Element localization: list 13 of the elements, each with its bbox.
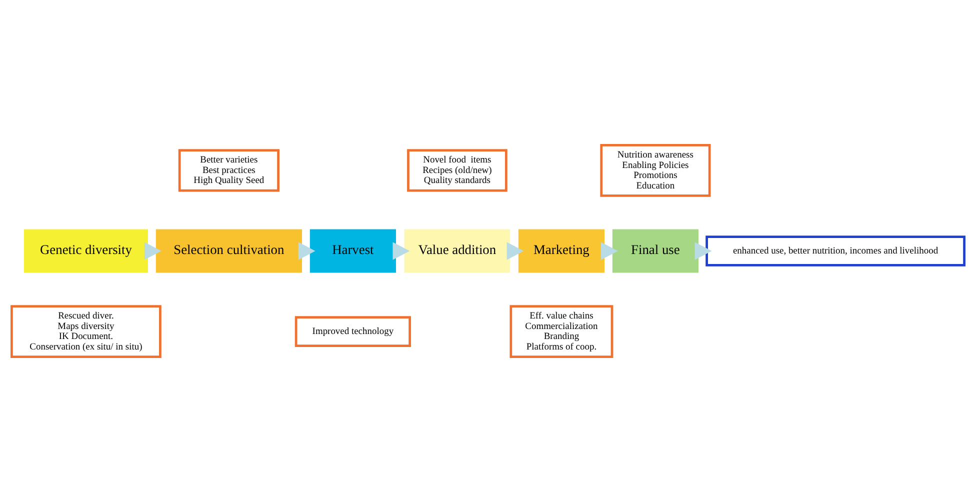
node-box: Novel food items Recipes (old/new) Quality standards xyxy=(407,148,508,192)
arrow xyxy=(144,242,162,260)
node-box: Nutrition awareness Enabling Policies Promotions Education xyxy=(600,143,711,196)
arrow xyxy=(298,242,316,260)
node-box: Rescued diver. Maps diversity IK Document. Conservation (ex situ/ in situ) xyxy=(10,304,162,358)
arrow xyxy=(600,242,618,260)
node-box: enhanced use, better nutrition, incomes and livelihood xyxy=(706,235,966,266)
node-box: Improved technology xyxy=(294,316,411,346)
node-box: Better varieties Best practices High Quality Seed xyxy=(178,148,280,192)
arrow xyxy=(392,242,410,260)
node-box: Eff. value chains Commercialization Branding Platforms of coop. xyxy=(510,304,614,358)
arrow xyxy=(694,242,712,260)
arrow xyxy=(506,242,524,260)
